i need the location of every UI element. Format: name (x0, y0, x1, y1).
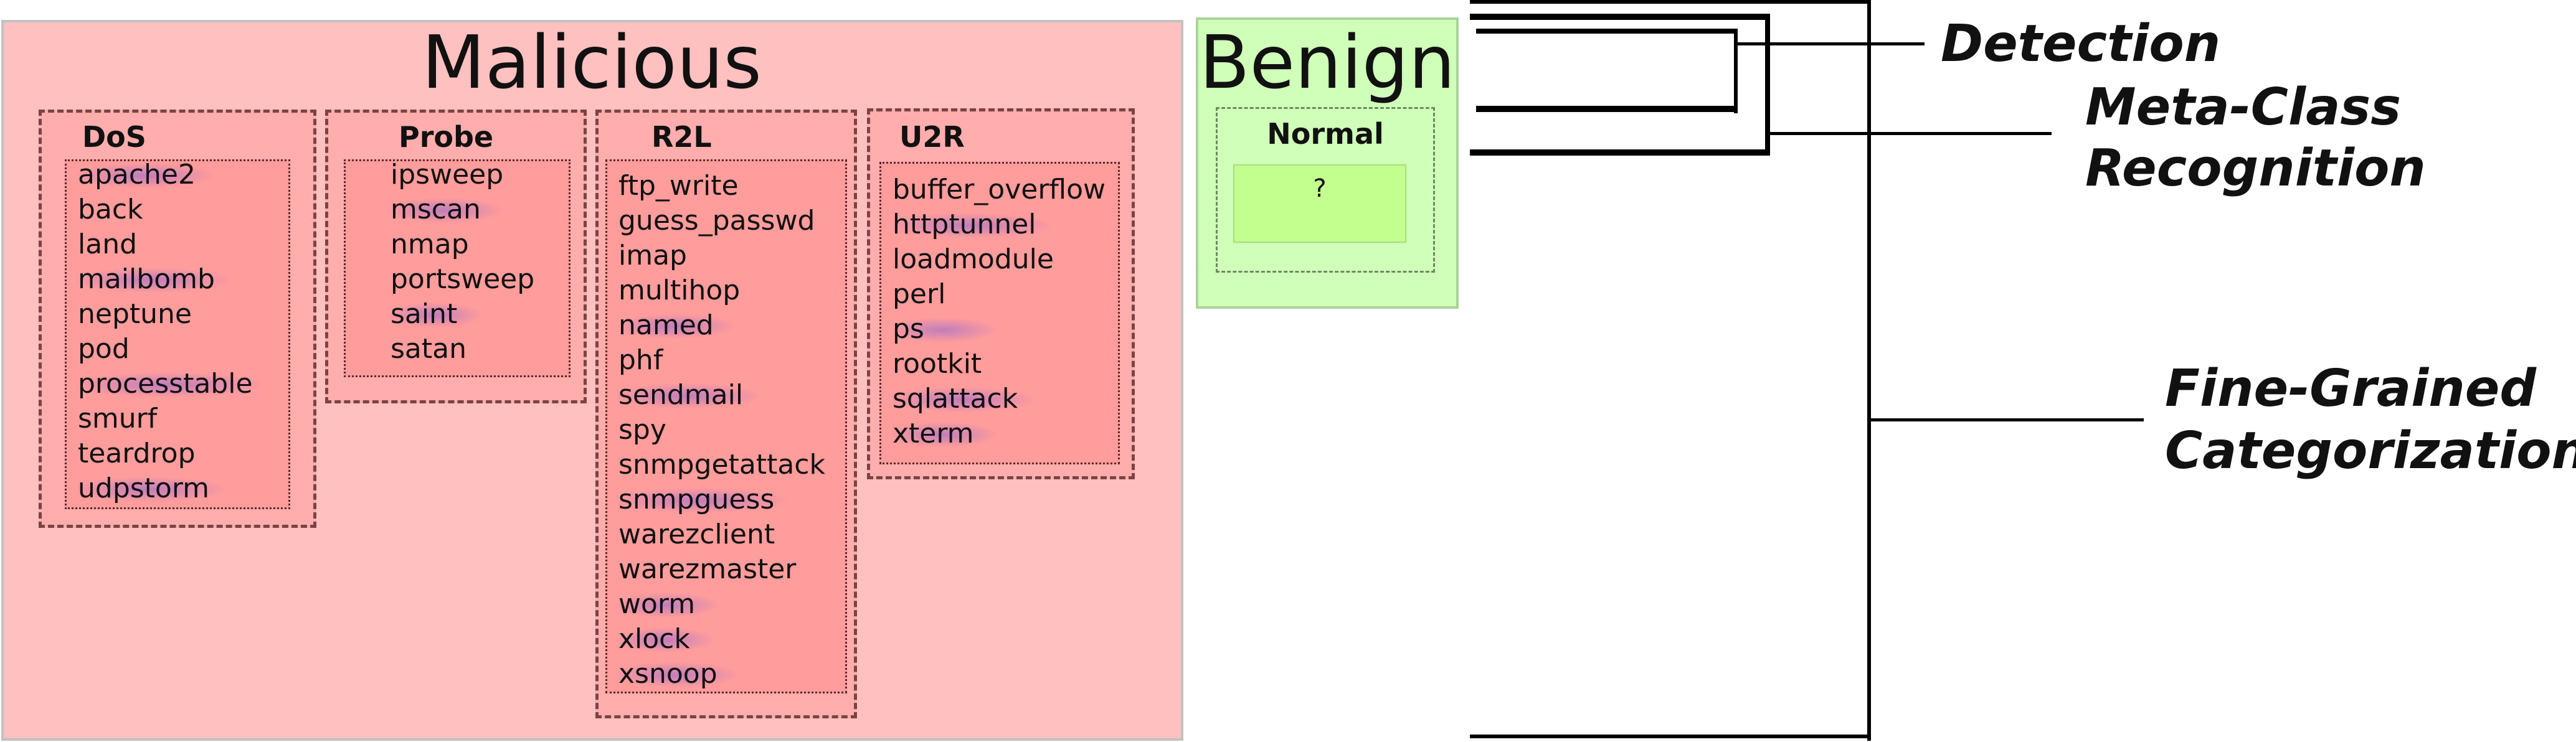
list-item: land (78, 228, 138, 260)
list-item: httptunnel (893, 207, 1074, 242)
list-item: udpstorm (78, 471, 247, 506)
list-item: ftp_write (618, 170, 739, 202)
bracket-line (1476, 106, 1738, 112)
group-u2r-list: buffer_overflow httptunnel loadmodule pe… (879, 162, 1120, 464)
list-item: ps (893, 312, 1011, 347)
list-item: teardrop (78, 438, 196, 469)
list-item: portsweep (391, 263, 535, 295)
list-item: xsnoop (618, 657, 755, 692)
bracket-line (1867, 0, 1871, 741)
group-u2r-title: U2R (899, 120, 965, 154)
malicious-title: Malicious (422, 19, 762, 105)
group-probe-title: Probe (399, 120, 494, 154)
list-item: sqlattack (893, 382, 1056, 416)
list-item: warezclient (618, 519, 775, 550)
list-item: worm (618, 587, 733, 622)
list-item: snmpguess (618, 482, 812, 517)
connector-detection (1738, 42, 1925, 45)
group-dos-title: DoS (82, 120, 146, 154)
list-item: phf (618, 344, 663, 376)
list-item: apache2 (78, 157, 233, 192)
bracket-line (1470, 149, 1769, 156)
list-item: back (78, 194, 143, 225)
list-item: snmpgetattack (618, 449, 825, 481)
list-item: spy (618, 414, 666, 446)
label-fine-grained-line2: Categorization (2165, 421, 2576, 481)
list-item: processtable (78, 367, 290, 402)
bracket-line (1734, 29, 1738, 113)
bottom-line (1470, 735, 1871, 738)
bracket-line (1765, 14, 1770, 156)
list-item: buffer_overflow (893, 174, 1106, 205)
connector-meta-class (1770, 132, 2052, 135)
bracket-line (1476, 29, 1738, 34)
list-item: nmap (391, 228, 469, 260)
list-item: imap (618, 240, 687, 271)
list-item: loadmodule (893, 243, 1054, 275)
list-item: satan (391, 333, 466, 365)
label-meta-class-line1: Meta-Class (2085, 78, 2402, 137)
list-item: named (618, 308, 751, 343)
label-fine-grained-line1: Fine-Grained (2165, 359, 2537, 418)
list-item: mscan (391, 192, 518, 227)
list-item: sendmail (618, 378, 781, 413)
list-item: ipsweep (391, 159, 504, 190)
list-item: multihop (618, 275, 741, 306)
top-line (1470, 0, 1870, 4)
group-dos-list: apache2 back land mailbomb neptune pod p… (65, 157, 290, 509)
list-item: smurf (78, 403, 158, 434)
list-item: guess_passwd (618, 205, 815, 237)
list-item: neptune (78, 298, 192, 330)
list-item: xlock (618, 622, 727, 657)
connector-fine-grained (1871, 418, 2144, 421)
bracket-line (1470, 14, 1769, 20)
list-item: rootkit (893, 348, 982, 380)
group-r2l-list: ftp_write guess_passwd imap multihop nam… (605, 159, 847, 693)
benign-title: Benign (1199, 19, 1456, 105)
label-detection: Detection (1941, 14, 2221, 73)
list-item: perl (893, 278, 946, 310)
group-probe-list: ipsweep mscan nmap portsweep saint satan (344, 159, 571, 377)
list-item: xterm (893, 416, 1011, 451)
list-item: pod (78, 333, 130, 365)
list-item: warezmaster (618, 553, 797, 585)
label-meta-class-line2: Recognition (2085, 139, 2426, 198)
normal-title: Normal (1267, 117, 1384, 151)
normal-unknown-box: ? (1233, 164, 1406, 243)
group-r2l-title: R2L (651, 120, 712, 154)
list-item: mailbomb (78, 262, 252, 297)
list-item: saint (391, 297, 495, 332)
